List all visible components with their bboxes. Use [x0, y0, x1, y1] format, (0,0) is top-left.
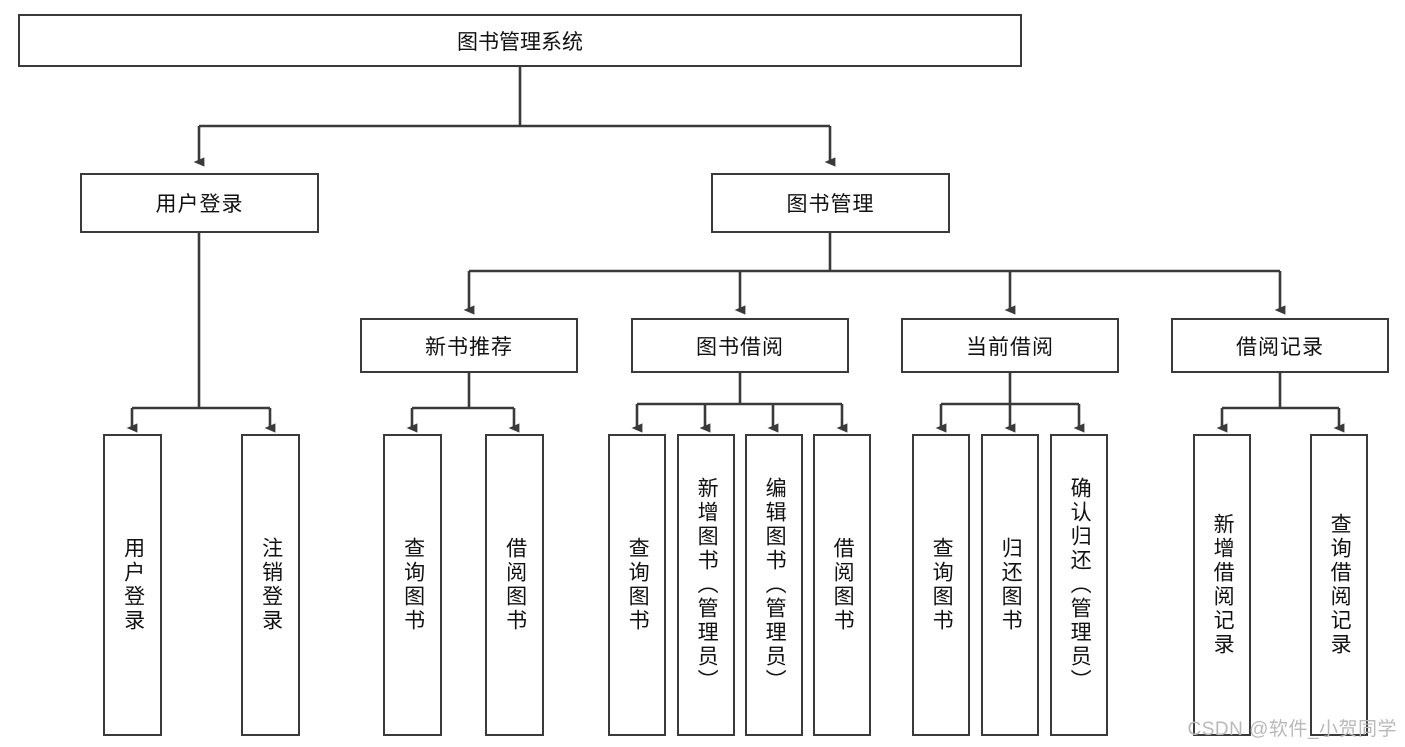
edges-bookborrow-to-leaves — [631, 373, 848, 433]
node-leaf-edit-book[interactable]: 编辑图书（管理员） — [745, 434, 803, 736]
node-label: 图书管理系统 — [457, 30, 583, 54]
node-label: 查询借阅记录 — [1328, 513, 1352, 657]
node-label: 图书管理 — [786, 193, 875, 216]
node-label: 新增借阅记录 — [1211, 513, 1235, 657]
node-new-book-recommend[interactable]: 新书推荐 — [360, 318, 578, 373]
node-label: 查询图书 — [626, 537, 650, 633]
node-book-management[interactable]: 图书管理 — [711, 173, 950, 233]
node-label: 查询图书 — [401, 537, 425, 633]
node-label: 归还图书 — [999, 537, 1023, 633]
node-leaf-confirm-return[interactable]: 确认归还（管理员） — [1050, 434, 1108, 736]
node-borrow-record[interactable]: 借阅记录 — [1171, 318, 1389, 373]
node-leaf-borrow-book-2[interactable]: 借阅图书 — [813, 434, 871, 736]
edges-root-to-level2 — [193, 67, 836, 167]
node-label: 用户登录 — [155, 193, 244, 216]
node-label: 借阅图书 — [831, 537, 855, 633]
node-leaf-query-record[interactable]: 查询借阅记录 — [1310, 434, 1368, 736]
node-leaf-query-book-1[interactable]: 查询图书 — [383, 434, 442, 736]
node-label: 查询图书 — [930, 537, 954, 633]
node-leaf-add-record[interactable]: 新增借阅记录 — [1193, 434, 1251, 736]
watermark-text: CSDN @软件_小贺同学 — [1187, 719, 1397, 740]
node-leaf-borrow-book-1[interactable]: 借阅图书 — [485, 434, 544, 736]
edges-currentborrow-to-leaves — [935, 373, 1085, 433]
node-book-management-system[interactable]: 图书管理系统 — [18, 14, 1022, 67]
node-label: 用户登录 — [121, 537, 145, 633]
edges-bookmanage-to-level3 — [463, 233, 1286, 315]
node-user-login[interactable]: 用户登录 — [80, 173, 319, 233]
node-label: 图书借阅 — [696, 335, 784, 359]
node-label: 确认归还（管理员） — [1068, 477, 1092, 693]
node-current-borrow[interactable]: 当前借阅 — [901, 318, 1119, 373]
edges-borrowrecord-to-leaves — [1216, 373, 1345, 433]
node-label: 借阅图书 — [503, 537, 527, 633]
node-label: 新书推荐 — [425, 335, 513, 359]
node-label: 编辑图书（管理员） — [763, 477, 787, 693]
node-leaf-user-login[interactable]: 用户登录 — [103, 434, 162, 736]
edges-booklogin-to-leaves — [126, 233, 276, 433]
node-label: 新增图书（管理员） — [695, 477, 719, 693]
node-leaf-return-book[interactable]: 归还图书 — [981, 434, 1039, 736]
node-leaf-add-book[interactable]: 新增图书（管理员） — [677, 434, 735, 736]
node-label: 借阅记录 — [1236, 335, 1324, 359]
edges-newbook-to-leaves — [406, 373, 520, 433]
node-leaf-query-book-3[interactable]: 查询图书 — [912, 434, 970, 736]
node-leaf-logout[interactable]: 注销登录 — [241, 434, 300, 736]
node-label: 当前借阅 — [966, 335, 1054, 359]
node-label: 注销登录 — [259, 537, 283, 633]
node-book-borrow[interactable]: 图书借阅 — [631, 318, 849, 373]
node-leaf-query-book-2[interactable]: 查询图书 — [608, 434, 666, 736]
